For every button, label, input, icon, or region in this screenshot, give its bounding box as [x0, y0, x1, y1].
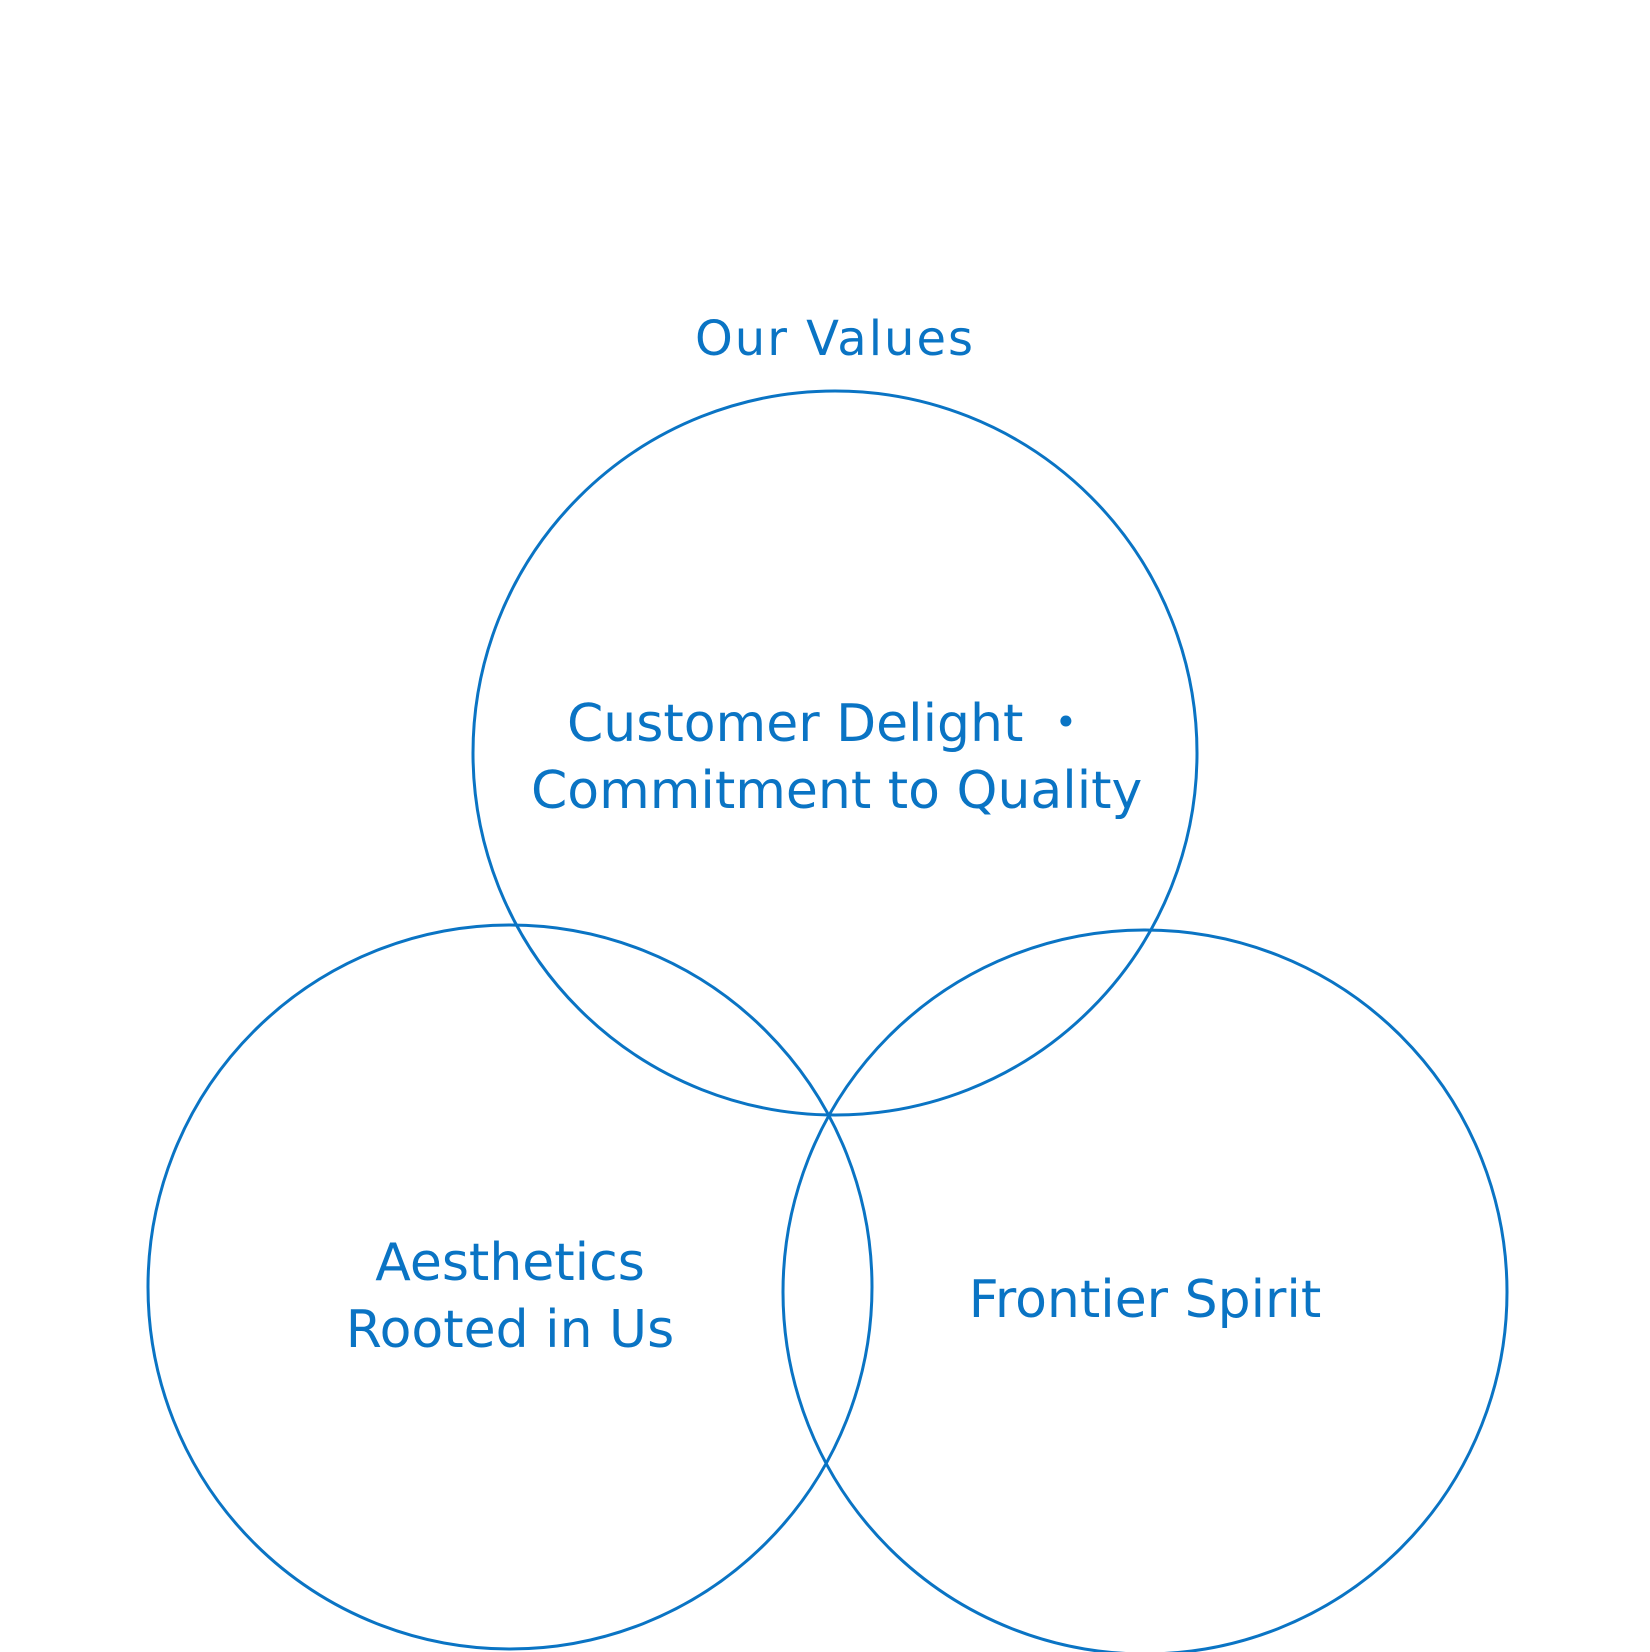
value-label-frontier-spirit: Frontier Spirit [969, 1270, 1322, 1330]
value-circle-right [781, 928, 1509, 1652]
value-circle-top [471, 389, 1199, 1117]
value-label-rooted-in-us: Rooted in Us [346, 1300, 674, 1360]
value-label-aesthetics: Aesthetics [375, 1233, 645, 1293]
value-label-commitment-quality: Commitment to Quality [531, 761, 1142, 821]
value-circle-left [146, 923, 874, 1651]
diagram-title: Our Values [695, 311, 975, 367]
value-label-customer-delight: Customer Delight ・ [567, 694, 1092, 754]
